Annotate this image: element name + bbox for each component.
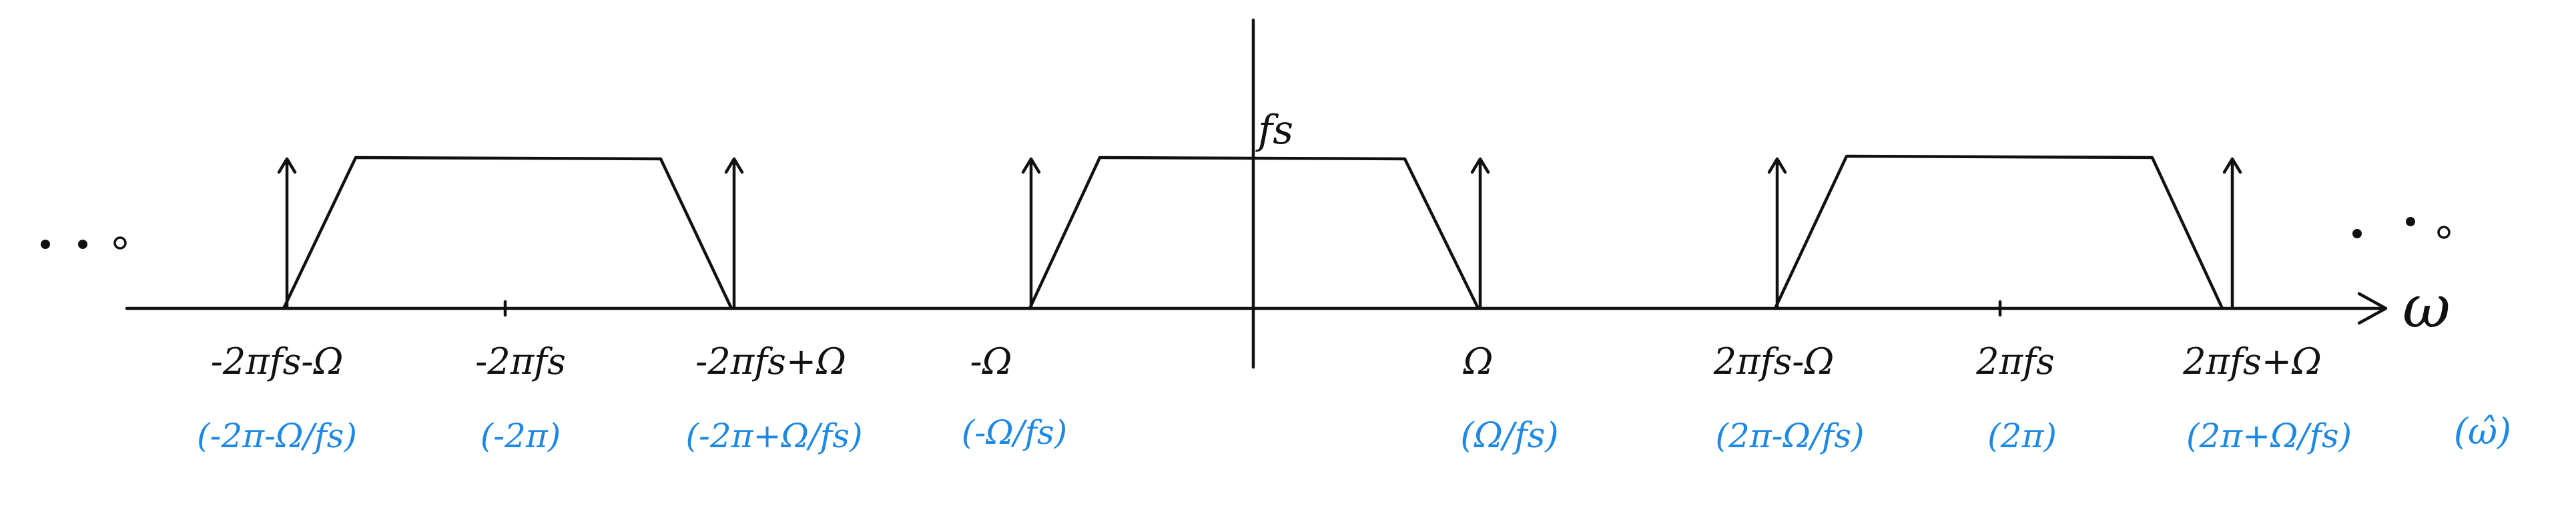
ellipsis-dot: [113, 236, 127, 250]
norm-label-2pi: (2π): [1987, 417, 2057, 455]
label-2pi-fs-minus-omega: 2πfs-Ω: [1713, 340, 1835, 382]
label-neg-2pi-fs: -2πfs: [475, 340, 566, 382]
impulse-arrow: [277, 157, 297, 309]
label-neg-omega: -Ω: [970, 340, 1012, 382]
norm-label-neg-2pi: (-2π): [480, 417, 561, 455]
norm-label-neg-2pi-minus: (-2π-Ω/fs): [197, 417, 357, 455]
label-neg-2pi-fs-minus-omega: -2πfs-Ω: [211, 340, 344, 382]
impulse-arrow: [1021, 157, 1041, 309]
ellipsis-right: [2352, 217, 2451, 239]
replica-neg-2pi-fs: [277, 156, 744, 310]
impulse-arrow: [1470, 157, 1490, 309]
label-2pi-fs-plus-omega: 2πfs+Ω: [2182, 340, 2322, 382]
ellipsis-left: [41, 236, 127, 250]
label-omega: Ω: [1463, 340, 1494, 382]
impulse-arrow: [724, 157, 744, 309]
frequency-labels: -2πfs-Ω -2πfs -2πfs+Ω -Ω Ω 2πfs-Ω 2πfs 2…: [211, 340, 2322, 382]
label-2pi-fs: 2πfs: [1975, 340, 2055, 382]
ellipsis-dot: [2352, 229, 2362, 238]
ellipsis-dot: [41, 240, 50, 249]
ellipsis-dot: [2406, 217, 2415, 226]
norm-label-2pi-plus: (2π+Ω/fs): [2186, 417, 2352, 455]
replica-pos-2pi-fs: [1767, 154, 2242, 310]
norm-label-2pi-minus: (2π-Ω/fs): [1715, 417, 1864, 455]
trapezoid-spectrum: [1028, 156, 1480, 310]
trapezoid-spectrum: [1773, 154, 2224, 310]
replica-baseband: [1021, 156, 1490, 310]
axis-arrowhead: [2357, 292, 2388, 325]
norm-label-omega-hat: (ω̂): [2454, 411, 2511, 453]
norm-label-neg-omega: (-Ω/fs): [962, 413, 1067, 452]
norm-label-neg-2pi-plus: (-2π+Ω/fs): [686, 417, 863, 455]
impulse-arrow: [2222, 157, 2242, 309]
omega-label: ω: [2402, 272, 2451, 341]
trapezoid-spectrum: [282, 156, 733, 310]
peak-label-fs: fs: [1255, 107, 1293, 154]
omega-axis: ω: [125, 272, 2451, 341]
ellipsis-dot: [2437, 226, 2451, 239]
normalized-frequency-labels: (-2π-Ω/fs) (-2π) (-2π+Ω/fs) (-Ω/fs) (Ω/f…: [197, 411, 2511, 456]
norm-label-omega: (Ω/fs): [1460, 416, 1558, 456]
ellipsis-dot: [78, 240, 87, 249]
impulse-arrow: [1767, 157, 1787, 309]
label-neg-2pi-fs-plus-omega: -2πfs+Ω: [695, 340, 846, 382]
